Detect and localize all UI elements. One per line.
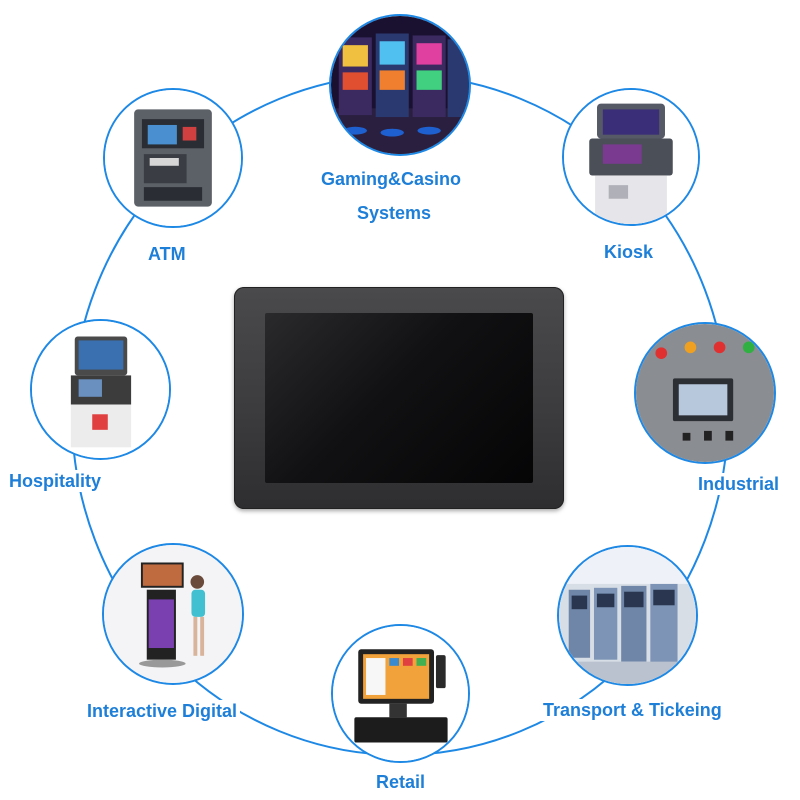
kiosk-label: Kiosk [601,241,657,263]
atm-image [105,90,241,226]
atm-node [103,88,243,228]
monitor-screen [265,313,533,483]
transport-node [557,545,698,686]
industrial-node [634,322,776,464]
retail-node [331,624,470,763]
retail-label: Retail [373,771,429,793]
gaming-casino-label: Gaming&Casino [318,168,465,190]
touch-monitor [234,287,564,509]
industrial-control-panel-image [636,324,774,462]
slot-machines-image [331,16,469,154]
kiosk-node [562,88,700,226]
hospitality-node [30,319,171,460]
gaming-casino-label-line2: Systems [354,202,435,224]
digital-signage-image [104,545,242,683]
gaming-casino-node [329,14,471,156]
transport-label: Transport & Tickeing [540,699,725,721]
ticket-machines-image [559,547,696,684]
hospitality-label: Hospitality [6,470,105,492]
interactive-digital-node [102,543,244,685]
pos-terminal-image [333,626,468,761]
industrial-label: Industrial [695,473,783,495]
interactive-digital-label: Interactive Digital [84,700,241,722]
kiosk-terminal-image [564,90,698,224]
atm-label: ATM [145,243,189,265]
self-service-terminal-image [32,321,169,458]
